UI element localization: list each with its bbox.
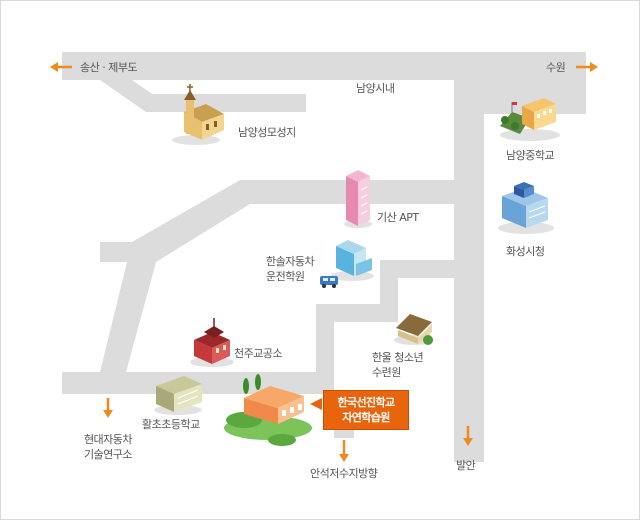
direction-south-right-label: 발안 [456, 459, 476, 472]
place-cathedral-label: 남양성모성지 [238, 126, 296, 139]
destination-campus-icon [224, 374, 322, 446]
road-south-center [316, 260, 398, 394]
direction-east-label: 수원 [546, 61, 566, 74]
youth-center-icon [394, 314, 434, 345]
arrow-west-icon [50, 62, 72, 72]
direction-arrows [50, 62, 598, 462]
elementary-school-icon [154, 376, 202, 415]
place-elementary-school-label: 활초초등학교 [142, 418, 200, 431]
city-hall-icon [498, 182, 554, 234]
place-chapel-label: 천주교공소 [234, 347, 283, 360]
arrow-south-right-icon [463, 426, 473, 446]
chapel-icon [190, 318, 234, 367]
place-youth-center-label: 한울 청소년 수련원 [372, 351, 424, 379]
arrow-south-center-icon [339, 440, 349, 462]
road-lower-west-end [100, 372, 120, 394]
direction-west-label: 송산 · 제부도 [80, 61, 138, 74]
destination-label: 한국선진학교 자연학습원 [323, 390, 409, 430]
road-youth-branch [380, 260, 454, 278]
place-city-hall-label: 화성시청 [506, 245, 545, 258]
arrow-east-icon [576, 62, 598, 72]
road-north-south-east [454, 52, 484, 462]
middle-school-icon [500, 98, 560, 141]
cathedral-icon [172, 84, 224, 145]
arrow-south-left-icon [103, 398, 113, 418]
place-middle-school-label: 남양중학교 [506, 149, 555, 162]
direction-south-center-label: 안석저수지방향 [310, 467, 378, 480]
place-driving-school-label: 한솔자동차 운전학원 [266, 255, 315, 283]
road-label-namyang: 남양시내 [356, 82, 395, 95]
direction-south-left-label: 현대자동차 기술연구소 [83, 433, 133, 461]
road-cathedral-branch [146, 94, 306, 112]
road-west-diagonal [100, 242, 156, 372]
road-diagonal-center [132, 180, 454, 262]
road-main-east-west [62, 52, 586, 80]
apartment-icon [344, 170, 372, 228]
driving-school-icon [320, 240, 374, 288]
place-apt-label: 기산 APT [377, 211, 419, 224]
